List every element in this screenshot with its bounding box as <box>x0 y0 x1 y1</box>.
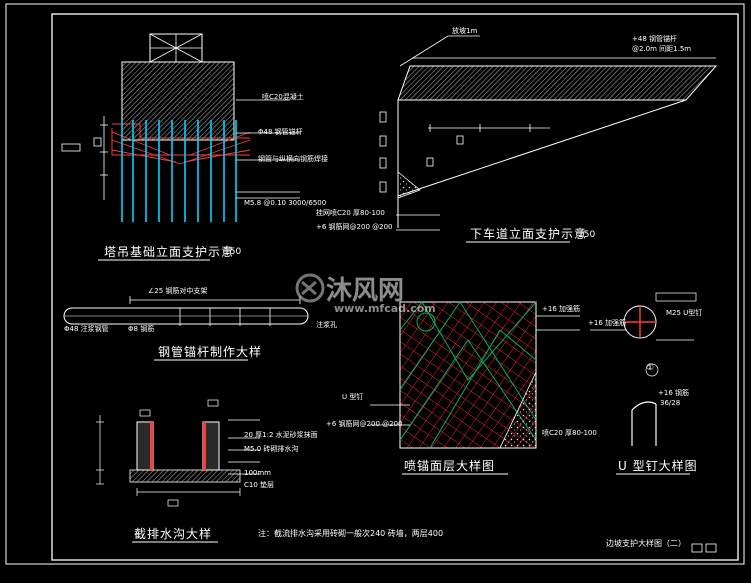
shot-anno-4: 喷C20 厚80-100 <box>542 429 597 437</box>
road-anno-5: +6 钢筋网@200 @200 <box>316 223 393 231</box>
anchor-anno-1: ∠25 钢筋对中支架 <box>148 287 208 295</box>
shotcrete-diagram <box>370 301 580 475</box>
shot-anno-1: +16 加强筋 <box>542 305 580 313</box>
drain-anno-3: 100mm <box>244 469 271 477</box>
tower-foundation-diagram <box>61 33 300 261</box>
title-unail: U 型钉大样图 <box>618 459 698 473</box>
ramp-slab <box>397 65 718 101</box>
unail-point <box>416 312 436 332</box>
shotcrete-soil <box>499 371 537 449</box>
road-anno-4: 挂网喷C20 厚80-100 <box>316 209 385 217</box>
scale-road: 150 <box>578 230 596 240</box>
drain-anno-2: M5.0 砖砌排水沟 <box>244 445 299 453</box>
unail-anno-4: 36/28 <box>660 399 681 407</box>
frame-outer <box>5 3 745 565</box>
foundation-block <box>121 61 235 141</box>
title-sheet: 边坡支护大样图（二） <box>606 539 686 548</box>
anchor-rod-diagram <box>63 296 309 361</box>
red-rebar-2 <box>111 128 250 156</box>
anchor-anno-4: 注浆孔 <box>316 321 337 329</box>
unail-index: ① <box>646 363 655 373</box>
shot-anno-3: +6 钢筋网@200 @200 <box>326 420 403 428</box>
road-anno-2: +48 钢管锚杆 <box>632 35 677 43</box>
ramp-diagram <box>379 35 718 243</box>
road-anno-3: @2.0m 间距1.5m <box>632 45 692 53</box>
unail-anno-3: +16 钢筋 <box>658 389 689 397</box>
unail-anno-2: M25 U型钉 <box>666 309 703 317</box>
tower-anno-1: Φ48 钢管锚杆 <box>258 128 303 136</box>
title-road: 下车道立面支护示意 <box>470 227 588 241</box>
unail-anno-1: +16 加强筋 <box>588 319 626 327</box>
anchor-anno-3: Φ8 钢筋 <box>128 325 155 333</box>
watermark-brand: 沐风网 <box>326 276 405 306</box>
unail-diagram <box>590 292 697 475</box>
title-tower: 塔吊基础立面支护示意 <box>104 245 235 259</box>
anchor-anno-2: Φ48 注浆钢管 <box>64 325 109 333</box>
title-anchor: 钢管锚杆制作大样 <box>158 345 263 359</box>
ditch-base <box>129 469 241 483</box>
shot-anno-2: U 型钉 <box>342 393 364 401</box>
watermark-logo <box>295 273 325 303</box>
frame-inner <box>51 13 739 561</box>
title-drain: 截排水沟大样 <box>134 527 213 541</box>
tower-anno-4: M5.8 @0.10 3000/6500 <box>244 199 327 207</box>
drain-anno-1: 20 厚1:2 水泥砂浆抹面 <box>244 431 318 439</box>
drain-anno-4: C10 垫层 <box>244 481 275 489</box>
scale-tower: 150 <box>224 247 242 257</box>
ramp-soil-toe <box>397 171 421 199</box>
watermark-url: www.mfcad.com <box>334 302 436 315</box>
road-anno-1: 放坡1m <box>452 27 478 35</box>
tower-anno-3: 喷C20混凝土 <box>262 93 304 101</box>
tower-anno-2: 钢管与纵横向钢筋焊接 <box>258 155 328 163</box>
title-shotcrete: 喷锚面层大样图 <box>404 459 496 473</box>
drain-note: 注：截流排水沟采用砖砌一般次240 砖墙，两层400 <box>258 529 444 538</box>
drain-ditch-diagram <box>96 399 260 543</box>
pile-group <box>121 120 237 222</box>
red-rebar-1 <box>112 123 250 139</box>
